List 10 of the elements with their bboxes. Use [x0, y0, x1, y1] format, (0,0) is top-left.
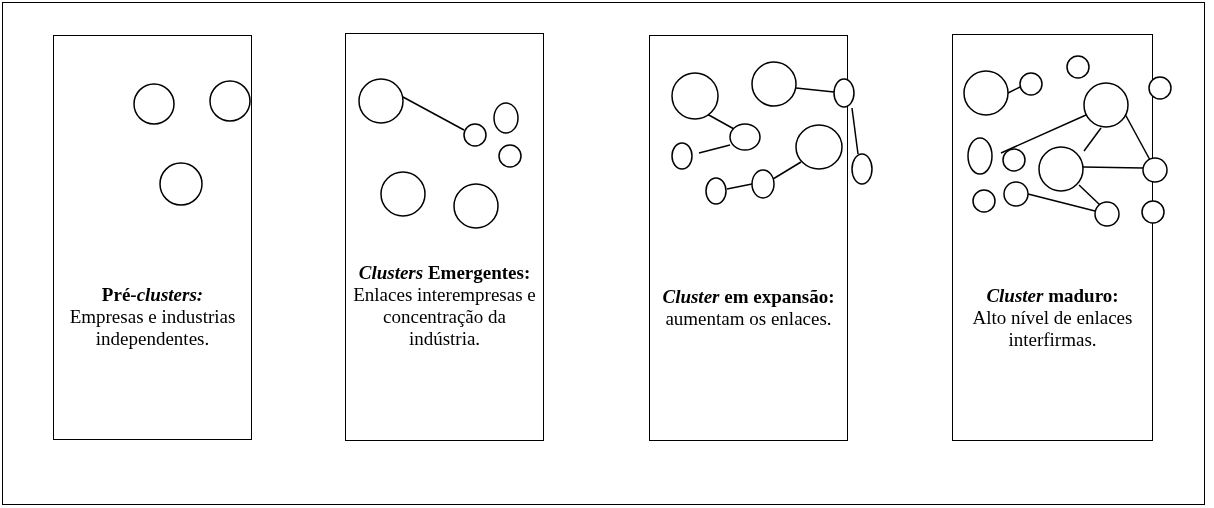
stage-heading: Clusters Emergentes:: [357, 262, 532, 284]
stage-panel: [53, 35, 252, 440]
stage-heading: Pré-clusters:: [100, 284, 205, 306]
stage-panel: [345, 33, 544, 441]
stage-heading: Cluster maduro:: [985, 285, 1120, 307]
stage-description: Enlaces interempresas e concentração da indústria.: [352, 284, 537, 350]
stage-description: aumentam os enlaces.: [664, 308, 833, 330]
stage-description: Alto nível de enlaces interfirmas.: [971, 307, 1134, 351]
stage-description: Empresas e industrias independentes.: [68, 306, 237, 350]
stage-heading: Cluster em expansão:: [661, 286, 836, 308]
